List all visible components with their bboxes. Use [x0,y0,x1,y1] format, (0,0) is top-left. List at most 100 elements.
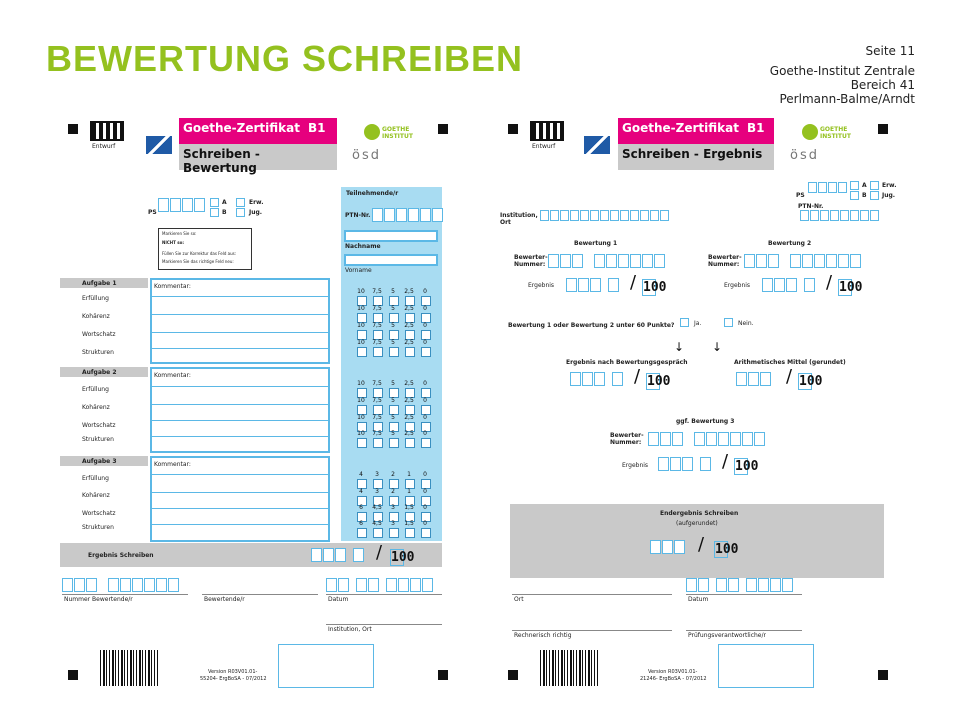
ps-label: PS [148,209,157,216]
score-checkboxes[interactable] [357,512,431,522]
corner-mark [878,670,888,680]
score-checkboxes[interactable] [357,330,431,340]
arith-mittel-label: Arithmetisches Mittel (gerundet) [734,359,846,366]
wortschatz-label: Wortschatz [82,331,116,338]
checkbox-nein[interactable] [724,318,733,327]
qr-code [530,121,564,141]
erfuellung-label: Erfüllung [82,295,109,302]
score-checkboxes[interactable] [357,296,431,306]
slash: / [722,451,729,472]
mittel-field[interactable] [736,372,772,386]
goethe-logo-icon [364,124,380,140]
checkbox-jug[interactable] [870,191,879,200]
max-points: 100 [390,549,415,566]
eu-logo [584,136,610,154]
ergebnis2-field[interactable] [762,278,816,292]
endergebnis-field[interactable] [650,540,686,554]
aufgabe2-kommentar[interactable] [150,367,330,453]
header-info: Seite 11 Goethe-Institut Zentrale Bereic… [770,44,915,106]
stamp-field[interactable] [278,644,374,688]
question-label: Bewertung 1 oder Bewertung 2 unter 60 Pu… [508,322,675,329]
ort-label: Ort [514,596,524,603]
a-label: A [222,199,227,206]
aufgabe3-kommentar[interactable] [150,456,330,542]
score-checkboxes[interactable] [357,479,431,489]
nachname-field[interactable] [344,230,438,242]
score-checkboxes[interactable] [357,313,431,323]
score-checkboxes[interactable] [357,528,431,538]
kommentar-label: Kommentar: [154,461,191,468]
form-title-text: Goethe-Zertifikat [622,121,739,135]
ergebnis1-field[interactable] [566,278,620,292]
institution-field[interactable] [540,210,670,221]
checkbox-erw[interactable] [236,198,245,207]
score-checkboxes[interactable] [357,438,431,448]
bewerter-nummer-label: Bewerter-Nummer: [610,432,644,446]
bewerter3-field[interactable] [648,432,766,446]
ptn-nr-field[interactable] [372,208,444,222]
bewerter-nummer-label: Bewerter-Nummer: [514,254,548,268]
bewertung2-label: Bewertung 2 [768,240,812,247]
bewerter2-field[interactable] [744,254,862,268]
ps-field[interactable] [158,198,206,212]
ps-field[interactable] [808,182,848,193]
checkbox-b[interactable] [850,191,859,200]
version-line-1: Version R03V01.01- [208,669,258,675]
max-points: 100 [838,279,863,296]
ergebnis3-field[interactable] [658,457,712,471]
stamp-field[interactable] [718,644,814,688]
divider [686,594,802,595]
slash: / [698,534,705,555]
form-level: B1 [746,121,765,135]
aufgabe3-header [60,456,148,466]
slash: / [376,542,383,563]
bewertung3-label: ggf. Bewertung 3 [676,418,735,425]
checkbox-ja[interactable] [680,318,689,327]
score-checkboxes[interactable] [357,347,431,357]
form-level: B1 [307,121,326,135]
aufgabe1-kommentar[interactable] [150,278,330,364]
bewerter1-field[interactable] [548,254,666,268]
score-checkboxes[interactable] [357,388,431,398]
checkbox-jug[interactable] [236,208,245,217]
strukturen-label: Strukturen [82,436,114,443]
nummer-label: Nummer Bewertende/r [64,596,133,603]
checkbox-b[interactable] [210,208,219,217]
corner-mark [508,670,518,680]
nummer-field[interactable] [62,578,180,592]
datum-field[interactable] [686,578,794,592]
ergebnis-field[interactable] [311,548,365,562]
score-checkboxes[interactable] [357,422,431,432]
checkbox-a[interactable] [210,198,219,207]
checkbox-a[interactable] [850,181,859,190]
score-checkboxes[interactable] [357,496,431,506]
marking-line-3: Füllen Sie zur Korrektur das Feld aus: [162,251,237,256]
qr-code [90,121,124,141]
vorname-field[interactable] [344,254,438,266]
ja-label: Ja. [694,320,702,327]
nein-label: Nein. [738,320,754,327]
checkbox-erw[interactable] [870,181,879,190]
marking-line-2: NICHT so: [162,240,184,245]
slash: / [786,366,793,387]
score-checkboxes[interactable] [357,405,431,415]
gespraech-field[interactable] [570,372,624,386]
datum-field[interactable] [326,578,434,592]
institution-label: Institution, Ort [500,212,538,226]
ptn-nr-label: PTN-Nr. [798,203,824,210]
ptn-nr-field[interactable] [800,210,880,221]
marking-line-1: Markieren Sie so: [162,231,197,236]
strukturen-label: Strukturen [82,524,114,531]
corner-mark [438,124,448,134]
nachname-label: Nachname [345,243,381,250]
entwurf-label: Entwurf [532,143,556,150]
aufgabe2-label: Aufgabe 2 [82,369,117,376]
goethe-logo-text: GOETHE INSTITUT [820,126,851,140]
aufgabe2-header [60,367,148,377]
divider [152,404,328,405]
pruefungsverantwortliche-label: Prüfungsverantwortliche/r [688,632,766,639]
